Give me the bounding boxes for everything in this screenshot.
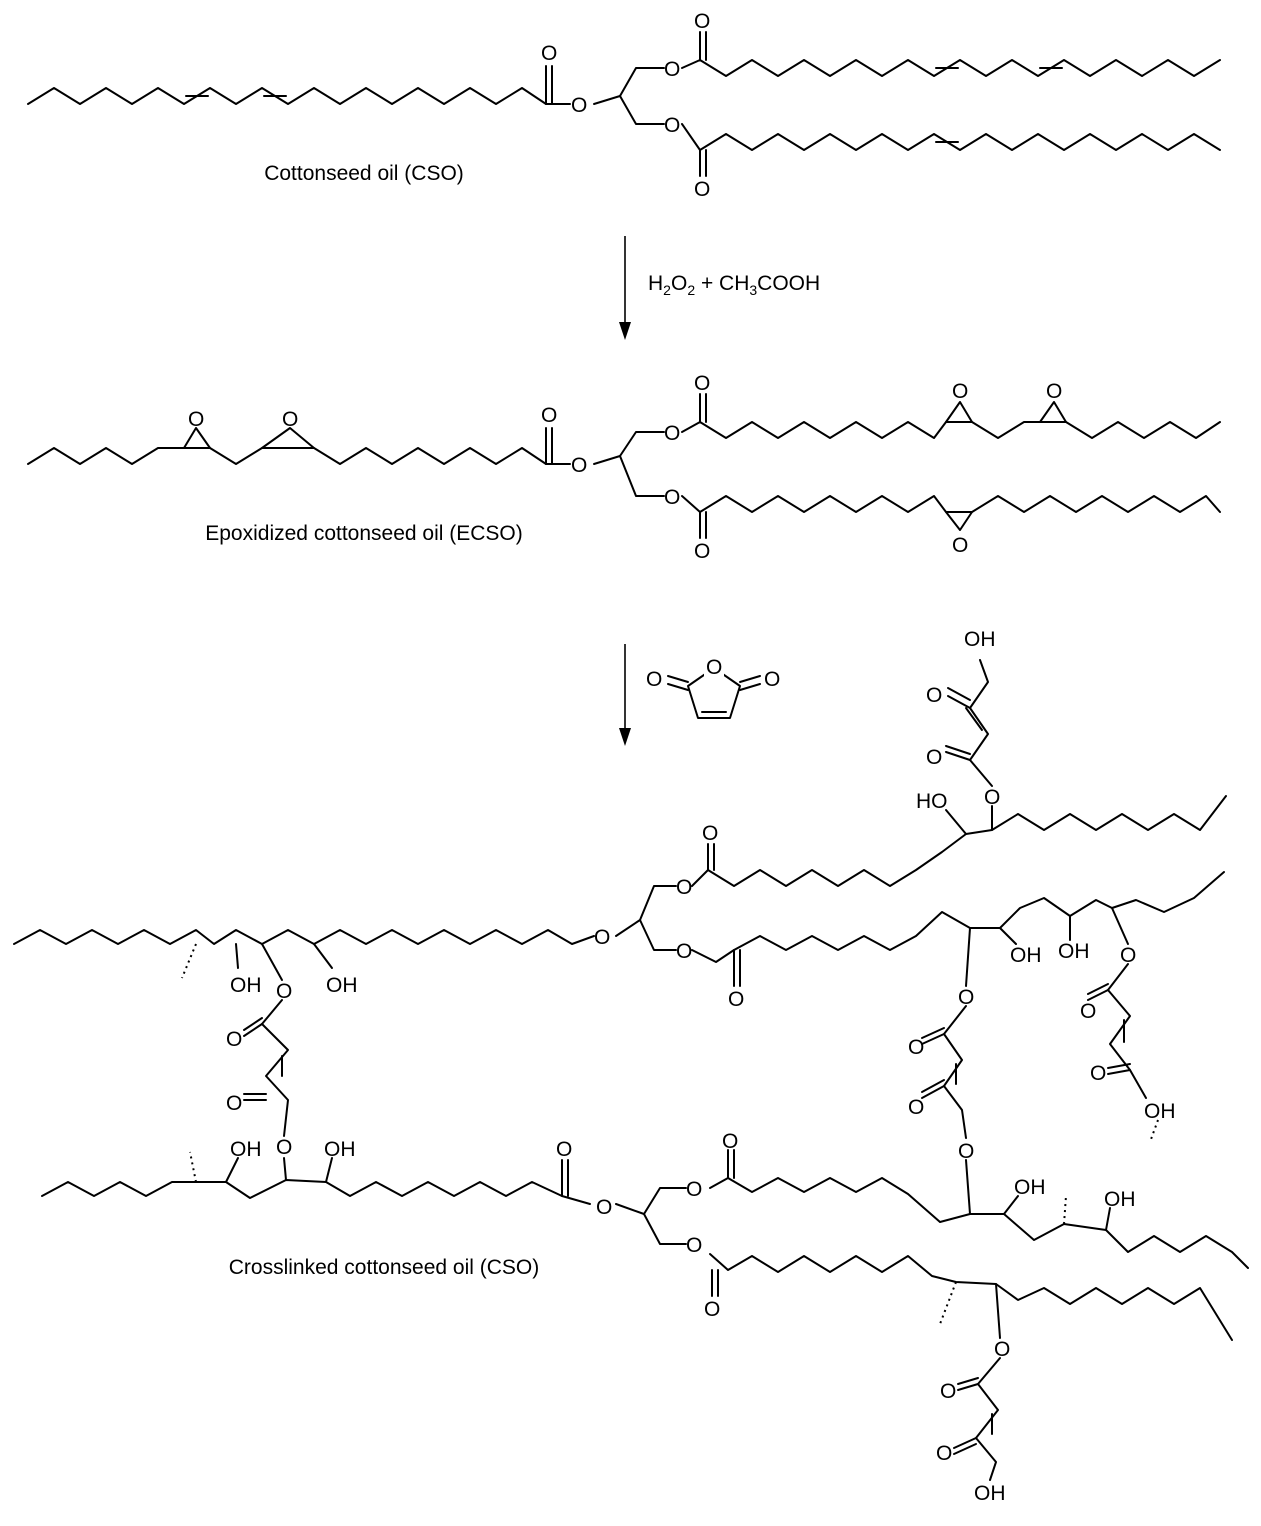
atom-o: O xyxy=(958,1140,974,1163)
cso-caption: Cottonseed oil (CSO) xyxy=(264,162,464,185)
crosslinked-network-structure: O O O O O OH O OH O O O OH OH O O O O O … xyxy=(13,628,1249,1505)
atom-o: O xyxy=(686,1234,702,1257)
atom-o: O xyxy=(926,684,942,707)
atom-o: O xyxy=(1080,1000,1096,1023)
atom-o: O xyxy=(994,1338,1010,1361)
atom-o: O xyxy=(1090,1062,1106,1085)
atom-o: O xyxy=(694,178,710,201)
atom-o: O xyxy=(764,668,780,691)
hydroxyl-label: OH xyxy=(324,1138,356,1161)
atom-o: O xyxy=(936,1442,952,1465)
reaction-arrow-1 xyxy=(619,236,631,340)
cottonseed-oil-structure: O O O O O O xyxy=(27,10,1221,201)
atom-o: O xyxy=(722,1130,738,1153)
maleic-anhydride-structure: O O O xyxy=(646,656,780,719)
hydroxyl-label: HO xyxy=(916,790,948,813)
atom-o: O xyxy=(694,10,710,33)
atom-o: O xyxy=(556,1138,572,1161)
atom-o: O xyxy=(541,42,557,65)
atom-o: O xyxy=(676,876,692,899)
atom-o: O xyxy=(926,746,942,769)
atom-o: O xyxy=(908,1036,924,1059)
atom-o: O xyxy=(706,656,722,679)
atom-o: O xyxy=(596,1196,612,1219)
atom-o: O xyxy=(1120,944,1136,967)
reagent-h2o2-acetic-acid: H2O2 + CH3COOH xyxy=(648,272,820,298)
atom-o: O xyxy=(571,94,587,117)
hydroxyl-label: OH xyxy=(326,974,358,997)
epoxide-oxygen: O xyxy=(282,408,298,431)
atom-o: O xyxy=(940,1380,956,1403)
atom-o: O xyxy=(541,404,557,427)
atom-o: O xyxy=(646,668,662,691)
atom-o: O xyxy=(694,372,710,395)
ecso-caption: Epoxidized cottonseed oil (ECSO) xyxy=(205,522,523,545)
atom-o: O xyxy=(958,986,974,1009)
atom-o: O xyxy=(984,786,1000,809)
hydroxyl-label: OH xyxy=(1144,1100,1176,1123)
atom-o: O xyxy=(664,486,680,509)
atom-o: O xyxy=(664,114,680,137)
atom-o: O xyxy=(676,940,692,963)
hydroxyl-label: OH xyxy=(1104,1188,1136,1211)
epoxide-oxygen: O xyxy=(952,534,968,557)
atom-o: O xyxy=(594,926,610,949)
epoxidized-cottonseed-oil-structure: O O O O O O O O O O O xyxy=(27,372,1221,563)
hydroxyl-label: OH xyxy=(1014,1176,1046,1199)
hydroxyl-label: OH xyxy=(1058,940,1090,963)
atom-o: O xyxy=(664,58,680,81)
atom-o: O xyxy=(728,988,744,1011)
hydroxyl-label: OH xyxy=(230,974,262,997)
atom-o: O xyxy=(226,1028,242,1051)
atom-o: O xyxy=(664,422,680,445)
atom-o: O xyxy=(908,1096,924,1119)
hydroxyl-label: OH xyxy=(230,1138,262,1161)
hydroxyl-label: OH xyxy=(974,1482,1006,1505)
atom-o: O xyxy=(702,822,718,845)
epoxide-oxygen: O xyxy=(188,408,204,431)
crosslinked-caption: Crosslinked cottonseed oil (CSO) xyxy=(229,1256,539,1279)
hydroxyl-label: OH xyxy=(1010,944,1042,967)
atom-o: O xyxy=(694,540,710,563)
hydroxyl-label: OH xyxy=(964,628,996,651)
atom-o: O xyxy=(704,1298,720,1321)
atom-o: O xyxy=(276,980,292,1003)
atom-o: O xyxy=(276,1136,292,1159)
epoxide-oxygen: O xyxy=(952,380,968,403)
atom-o: O xyxy=(571,454,587,477)
atom-o: O xyxy=(226,1092,242,1115)
atom-o: O xyxy=(686,1178,702,1201)
reaction-arrow-2 xyxy=(619,644,631,746)
epoxide-oxygen: O xyxy=(1046,380,1062,403)
